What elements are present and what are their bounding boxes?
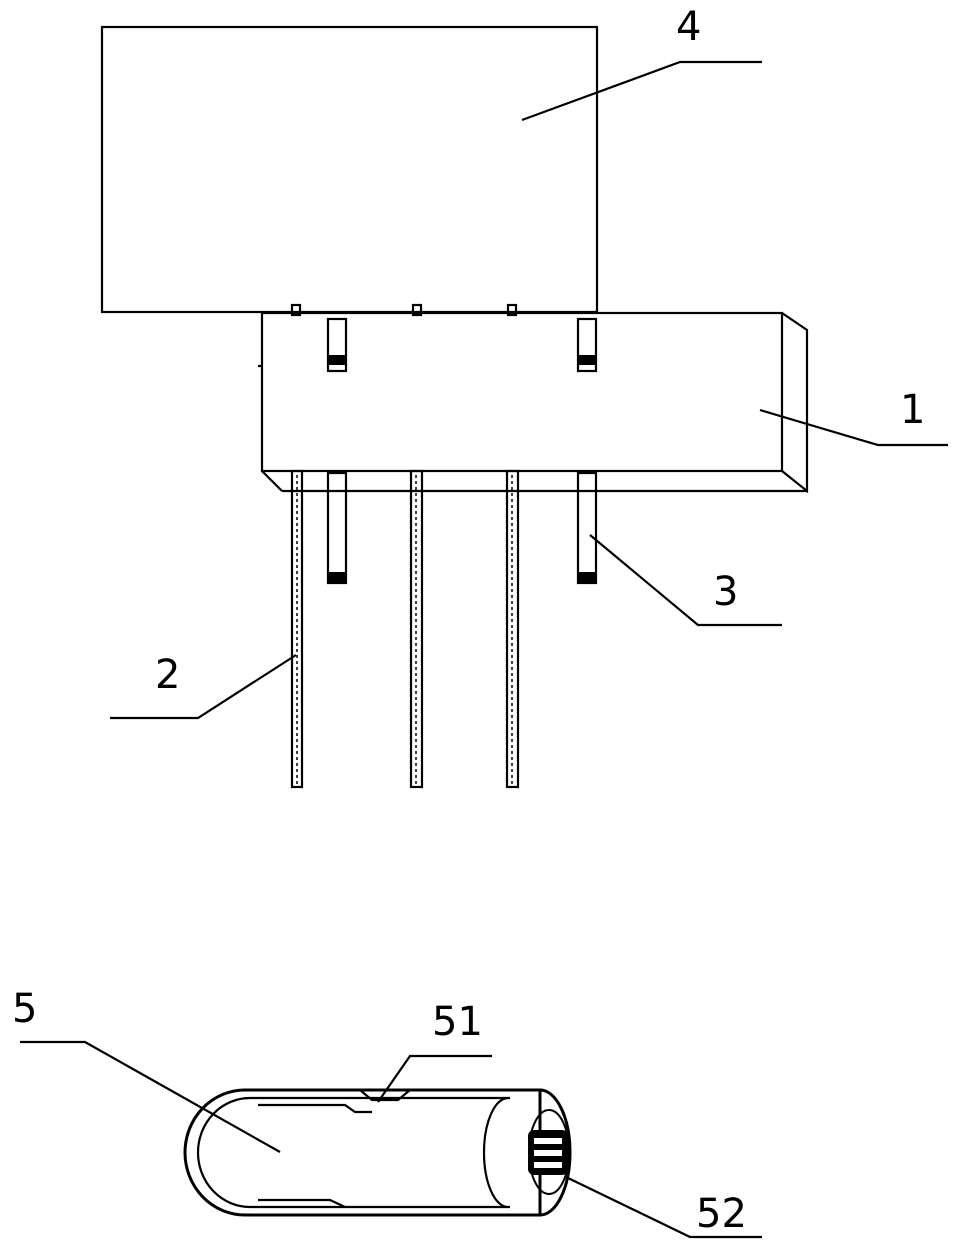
box-4 [100,25,599,314]
capsule-5 [183,1088,572,1217]
label-51: 51 [432,999,483,1045]
short-pin-3-left [326,471,348,585]
leader-lines [20,60,948,1239]
block-1 [258,311,809,494]
long-rod-2-a [290,469,304,789]
label-3: 3 [713,569,738,615]
studs [290,303,518,317]
long-rod-2-c [505,469,520,789]
label-52: 52 [696,1191,747,1237]
short-pin-upper-right [576,317,598,373]
short-pin-3-right [576,471,598,585]
short-pin-upper-left [326,317,348,373]
label-1: 1 [900,387,925,433]
label-5: 5 [12,986,37,1032]
label-4: 4 [676,4,701,50]
label-2: 2 [155,652,180,698]
long-rod-2-b [409,469,424,789]
